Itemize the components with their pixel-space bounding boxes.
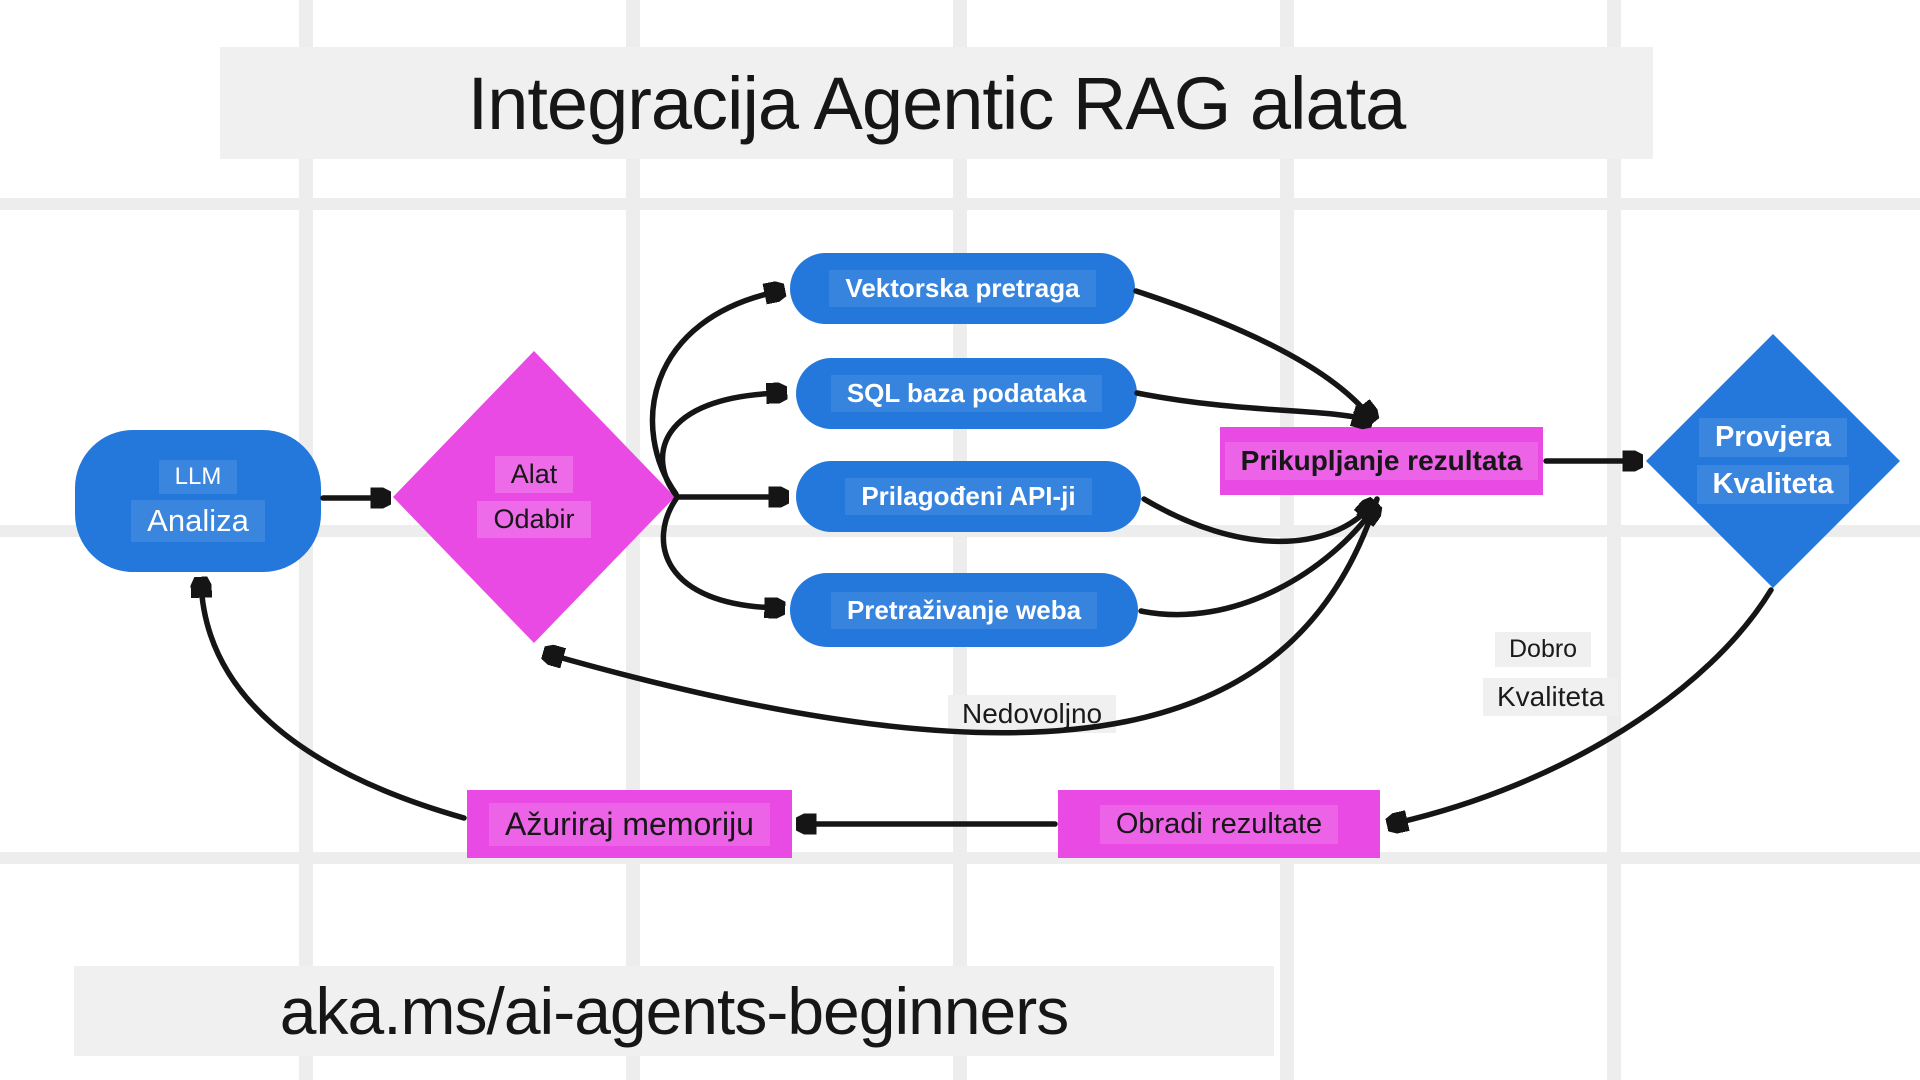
edge-label-dobro: Dobro [1495,632,1592,667]
page-title: Integracija Agentic RAG alata [467,61,1407,145]
footer-link-text: aka.ms/ai-agents-beginners [279,974,1069,1048]
update-memory-label: Ažuriraj memoriju [489,802,770,846]
vector-search-label: Vektorska pretraga [829,270,1096,307]
web-search-label: Pretraživanje weba [830,591,1098,629]
llm-label: LLM [158,460,238,494]
analiza-label: Analiza [131,500,265,542]
edge-selection-to-vector-search [649,291,780,497]
node-quality-check-diamond: Provjera Kvaliteta [1646,334,1900,588]
edge-sql-to-collect [1134,390,1368,420]
sql-database-label: SQL baza podataka [830,375,1103,412]
node-process-results: Obradi rezultate [1058,790,1380,858]
edge-selection-to-sql [659,393,782,498]
process-results-label: Obradi rezultate [1099,804,1339,844]
kvaliteta-label: Kvaliteta [1696,465,1850,504]
edge-selection-to-web-search [660,496,780,608]
edge-label-nedovoljno: Nedovoljno [948,695,1117,733]
node-collect-results: Prikupljanje rezultata [1220,427,1543,495]
edge-vector-search-to-collect [1133,288,1371,418]
odabir-label: Odabir [477,501,591,538]
edge-web-search-to-collect [1138,508,1374,618]
provjera-label: Provjera [1698,418,1848,457]
node-tool-web-search: Pretraživanje weba [790,573,1138,647]
node-update-memory: Ažuriraj memoriju [467,790,792,858]
title-banner: Integracija Agentic RAG alata [220,47,1653,159]
custom-apis-label: Prilagođeni API-ji [845,478,1092,515]
footer-banner: aka.ms/ai-agents-beginners [74,966,1274,1056]
node-tool-sql-database: SQL baza podataka [796,358,1137,429]
node-tool-selection-diamond: Alat Odabir [393,351,675,643]
edge-apis-to-collect [1141,499,1372,545]
edge-label-dobro-kvaliteta: Kvaliteta [1483,678,1619,716]
node-tool-vector-search: Vektorska pretraga [790,253,1135,324]
node-llm-analysis: LLM Analiza [75,430,321,572]
edge-memory-to-llm [201,582,467,821]
node-tool-custom-apis: Prilagođeni API-ji [796,461,1141,532]
collect-results-label: Prikupljanje rezultata [1224,442,1539,480]
alat-label: Alat [494,456,574,493]
